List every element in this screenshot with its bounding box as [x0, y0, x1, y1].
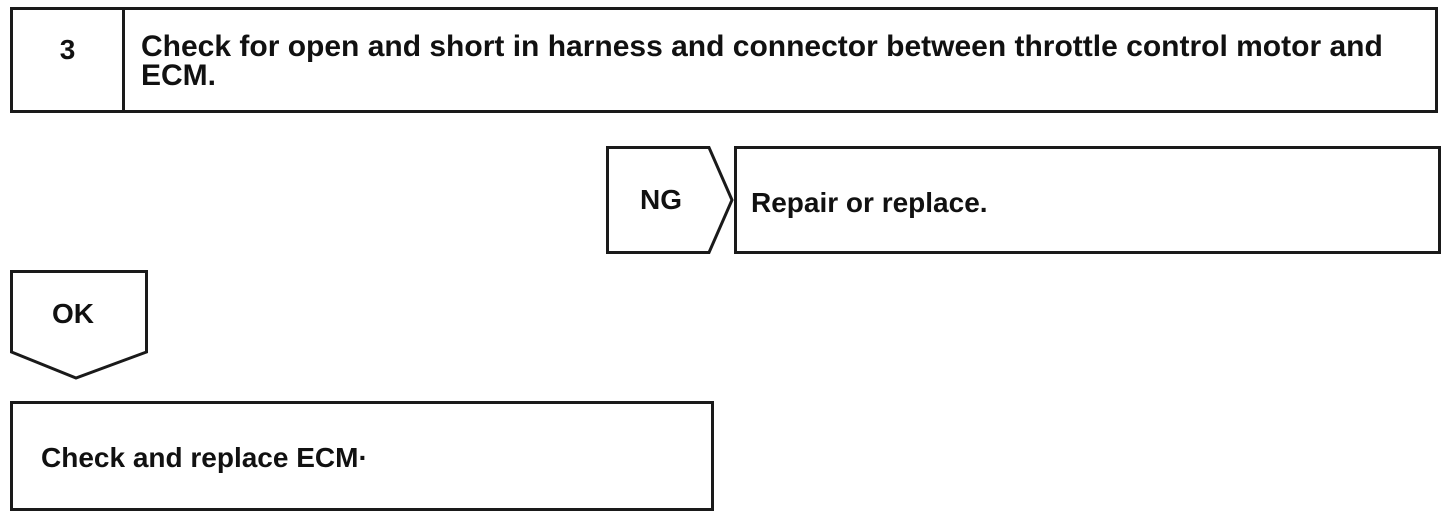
step-title: Check for open and short in harness and …: [141, 30, 1383, 92]
ok-action: Check and replace ECM·: [41, 442, 368, 473]
ng-label: NG: [640, 184, 682, 215]
ok-arrow-tag: [10, 270, 148, 380]
ok-result-box: Check and replace ECM·: [10, 401, 714, 511]
ng-result-box: Repair or replace.: [734, 146, 1441, 254]
step-number: 3: [13, 10, 125, 110]
ng-action: Repair or replace.: [751, 187, 988, 218]
step-box: 3 Check for open and short in harness an…: [10, 7, 1438, 113]
ok-label: OK: [52, 298, 94, 329]
ng-arrow-tag: [606, 146, 734, 254]
